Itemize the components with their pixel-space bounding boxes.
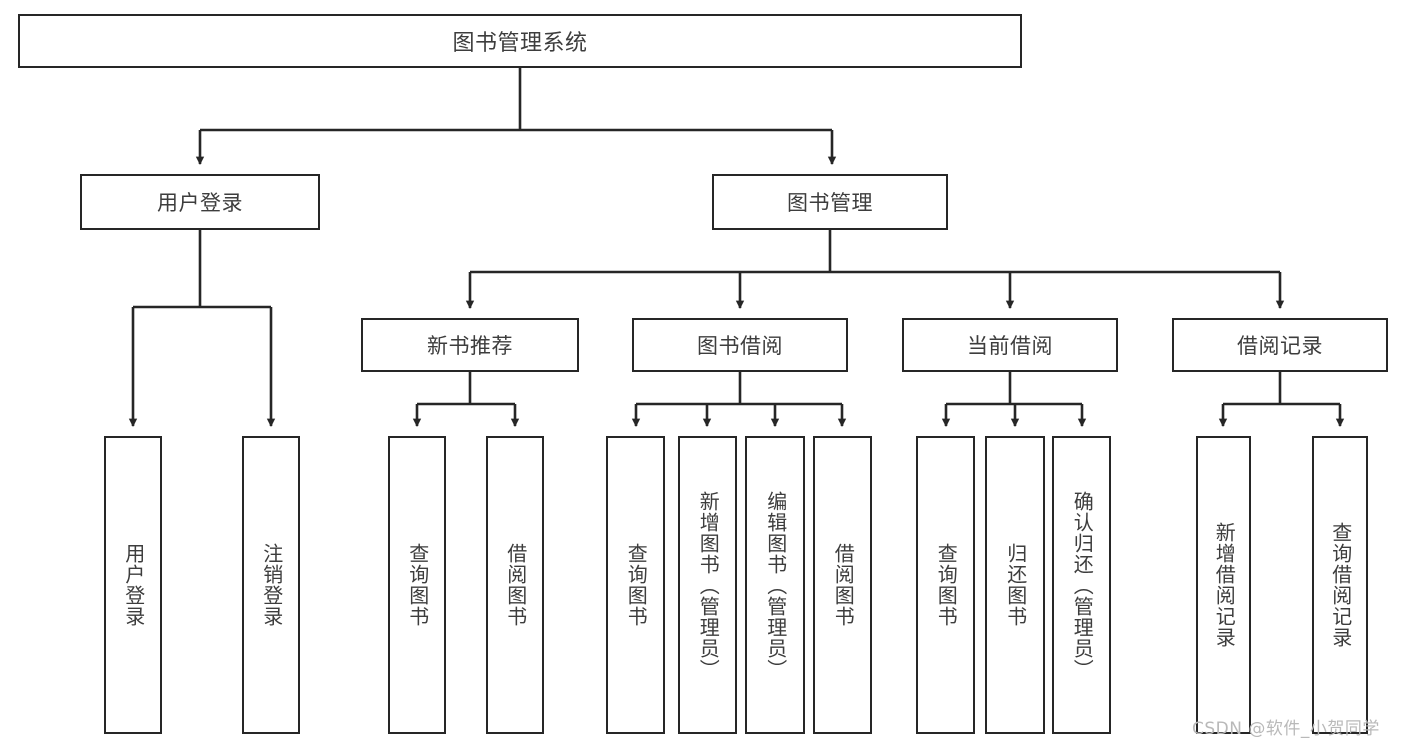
leaf-user-logout[interactable]: 注销登录 <box>242 436 300 734</box>
node-user-login[interactable]: 用户登录 <box>80 174 320 230</box>
leaf-query-book-recommend[interactable]: 查询图书 <box>388 436 446 734</box>
leaf-return-book[interactable]: 归还图书 <box>985 436 1045 734</box>
leaf-add-borrow-record[interactable]: 新增借阅记录 <box>1196 436 1251 734</box>
leaf-user-login[interactable]: 用户登录 <box>104 436 162 734</box>
node-book-borrow[interactable]: 图书借阅 <box>632 318 848 372</box>
leaf-query-borrow-record[interactable]: 查询借阅记录 <box>1312 436 1368 734</box>
leaf-borrow-book-recommend[interactable]: 借阅图书 <box>486 436 544 734</box>
leaf-edit-book-admin[interactable]: 编辑图书（管理员） <box>745 436 805 734</box>
leaf-confirm-return-admin[interactable]: 确认归还（管理员） <box>1052 436 1111 734</box>
node-book-manage[interactable]: 图书管理 <box>712 174 948 230</box>
node-current-borrow[interactable]: 当前借阅 <box>902 318 1118 372</box>
node-root[interactable]: 图书管理系统 <box>18 14 1022 68</box>
node-new-book-recommend[interactable]: 新书推荐 <box>361 318 579 372</box>
node-borrow-record[interactable]: 借阅记录 <box>1172 318 1388 372</box>
leaf-borrow-book[interactable]: 借阅图书 <box>813 436 872 734</box>
leaf-add-book-admin[interactable]: 新增图书（管理员） <box>678 436 737 734</box>
leaf-query-book[interactable]: 查询图书 <box>606 436 665 734</box>
leaf-query-book-current[interactable]: 查询图书 <box>916 436 975 734</box>
